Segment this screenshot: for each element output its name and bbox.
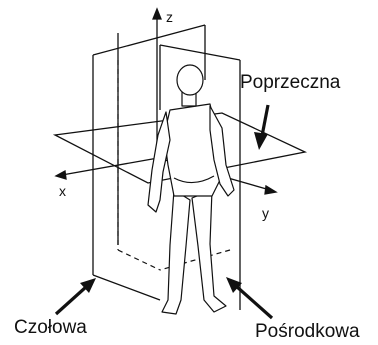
z-axis-arrowhead <box>153 9 161 19</box>
figure-left-arm <box>148 112 170 212</box>
sagittal-pointer-shaft <box>236 286 272 318</box>
frontal-pointer-shaft <box>56 287 86 314</box>
x-axis-label: x <box>59 184 66 198</box>
transverse-pointer-head <box>254 132 268 150</box>
figure-head <box>177 65 203 95</box>
sagittal-plane-label: Pośrodkowa <box>255 322 360 341</box>
y-axis-arrowhead <box>265 186 276 194</box>
x-axis-arrowhead <box>56 171 66 179</box>
transverse-plane-label: Poprzeczna <box>240 73 340 92</box>
z-axis-label: z <box>166 10 173 24</box>
frontal-plane-label: Czołowa <box>14 318 87 337</box>
x-axis-line <box>62 158 158 175</box>
transverse-pointer-shaft <box>262 105 268 136</box>
axes <box>56 9 276 194</box>
figure-left-leg <box>162 190 190 314</box>
human-figure <box>148 65 234 314</box>
figure-right-leg <box>192 190 226 312</box>
y-axis-label: y <box>262 206 269 220</box>
